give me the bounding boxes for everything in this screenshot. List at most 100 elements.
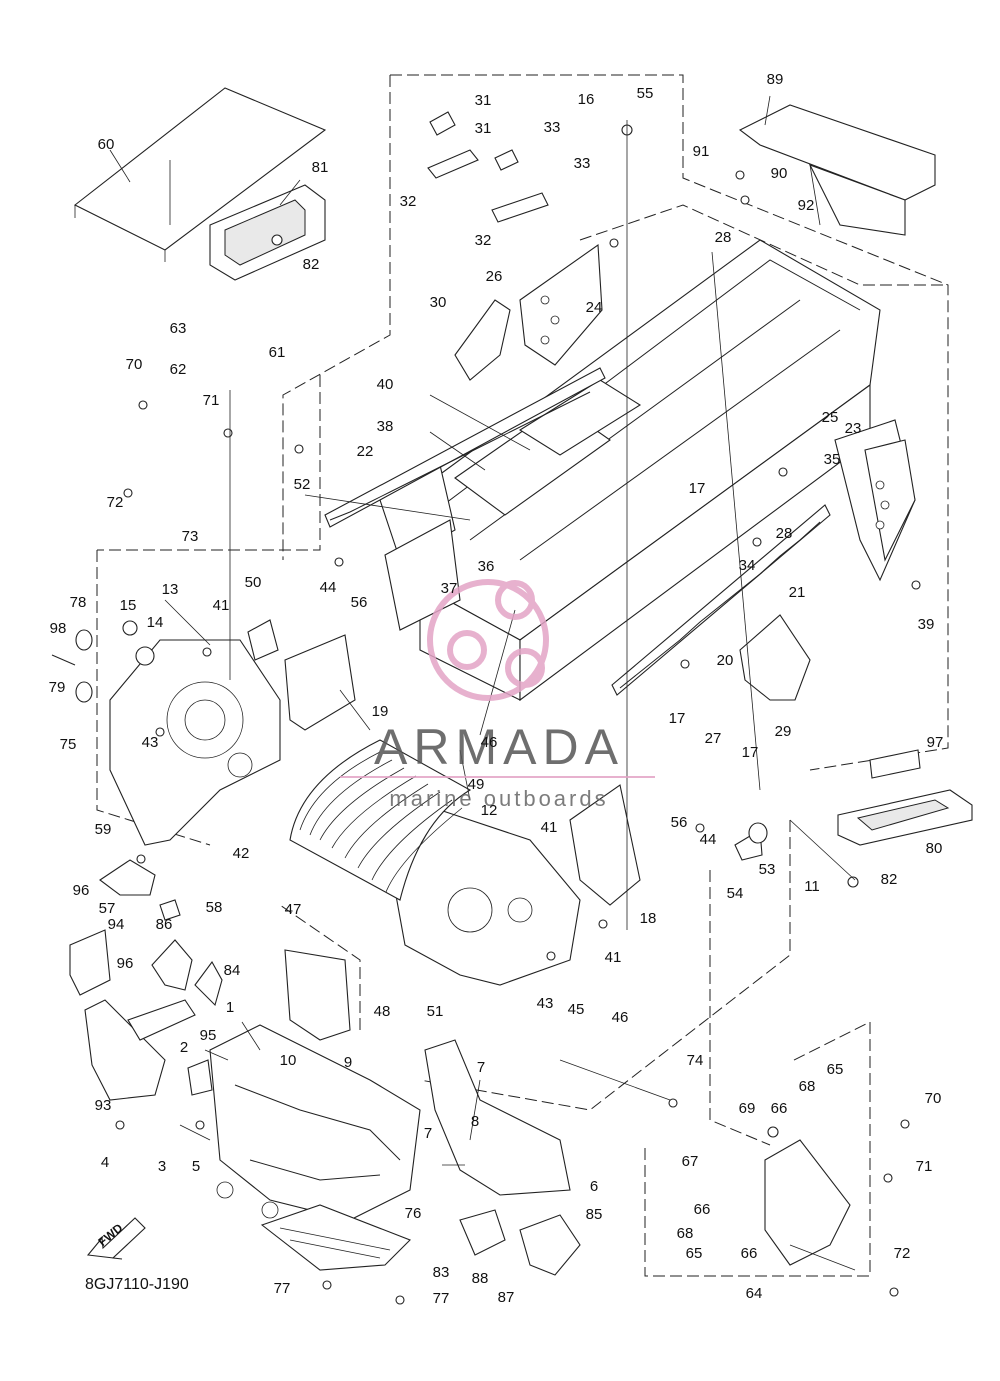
callout-c83: 83: [433, 1264, 450, 1281]
callout-c88: 88: [472, 1270, 489, 1287]
callout-c70a: 70: [126, 356, 143, 373]
callout-c38: 38: [377, 418, 394, 435]
callout-c43a: 43: [142, 734, 159, 751]
callout-c41a: 41: [213, 597, 230, 614]
callout-c17b: 17: [669, 710, 686, 727]
callout-c65b: 65: [686, 1245, 703, 1262]
heat-exchanger: [289, 739, 472, 901]
callout-c97: 97: [927, 734, 944, 751]
callout-c79: 79: [49, 679, 66, 696]
callout-c44b: 44: [700, 831, 717, 848]
callout-c82a: 82: [303, 256, 320, 273]
callout-c56b: 56: [671, 814, 688, 831]
callout-c4: 4: [101, 1154, 109, 1171]
callout-c26: 26: [486, 268, 503, 285]
callout-c29: 29: [775, 723, 792, 740]
callout-c89: 89: [767, 71, 784, 88]
right-lower-parts: [734, 749, 973, 1266]
diagram-code: 8GJ7110-J190: [85, 1276, 189, 1293]
callout-c68b: 68: [677, 1225, 694, 1242]
callout-c33b: 33: [574, 155, 591, 172]
callout-c95: 95: [200, 1027, 217, 1044]
callout-c14: 14: [147, 614, 164, 631]
callout-c91: 91: [693, 143, 710, 160]
callout-c77b: 77: [433, 1290, 450, 1307]
callout-c46b: 46: [612, 1009, 629, 1026]
callout-c17a: 17: [689, 480, 706, 497]
callout-c67: 67: [682, 1153, 699, 1170]
callout-c56a: 56: [351, 594, 368, 611]
callout-c46a: 46: [481, 734, 498, 751]
callout-c20: 20: [717, 652, 734, 669]
callout-c93: 93: [95, 1097, 112, 1114]
callout-c82b: 82: [881, 871, 898, 888]
callout-c60: 60: [98, 136, 115, 153]
callout-c1: 1: [226, 999, 234, 1016]
side-housings: [284, 634, 641, 986]
callout-c96a: 96: [73, 882, 90, 899]
callout-c31b: 31: [475, 120, 492, 137]
upper-left-panel: [73, 87, 327, 281]
group-boundaries: [96, 74, 949, 1277]
right-upper-bracket: [738, 104, 936, 236]
tunnel-frame: [379, 239, 881, 702]
callout-c41c: 41: [605, 949, 622, 966]
callout-c39: 39: [918, 616, 935, 633]
front-frame: [209, 949, 421, 1221]
callout-c44a: 44: [320, 579, 337, 596]
callout-c15: 15: [120, 597, 137, 614]
callout-c84: 84: [224, 962, 241, 979]
callout-c81: 81: [312, 159, 329, 176]
callout-c59: 59: [95, 821, 112, 838]
callout-c42: 42: [233, 845, 250, 862]
callout-c53: 53: [759, 861, 776, 878]
callout-c41b: 41: [541, 819, 558, 836]
callout-c3: 3: [158, 1158, 166, 1175]
callout-c50: 50: [245, 574, 262, 591]
callout-c52: 52: [294, 476, 311, 493]
watermark-tagline: marine outboards: [389, 786, 608, 811]
callout-c75: 75: [60, 736, 77, 753]
callout-c74: 74: [687, 1052, 704, 1069]
callout-c7a: 7: [477, 1059, 485, 1076]
top-brackets: [427, 111, 603, 381]
callout-c25: 25: [822, 409, 839, 426]
callout-c7b: 7: [424, 1125, 432, 1142]
callout-c51: 51: [427, 1003, 444, 1020]
callout-c36: 36: [478, 558, 495, 575]
callout-c13: 13: [162, 581, 179, 598]
callout-c2: 2: [180, 1039, 188, 1056]
callout-c57: 57: [99, 900, 116, 917]
callout-c17c: 17: [742, 744, 759, 761]
fwd-arrow: FWD: [86, 1217, 146, 1260]
rails: [324, 367, 831, 696]
callout-c18: 18: [640, 910, 657, 927]
callout-c10: 10: [280, 1052, 297, 1069]
callout-c69: 69: [739, 1100, 756, 1117]
callout-c6: 6: [590, 1178, 598, 1195]
callout-c40: 40: [377, 376, 394, 393]
callout-c5: 5: [192, 1158, 200, 1175]
callout-c21: 21: [789, 584, 806, 601]
callout-c70b: 70: [925, 1090, 942, 1107]
fasteners: [115, 124, 921, 1305]
callout-c12: 12: [481, 802, 498, 819]
callout-c98: 98: [50, 620, 67, 637]
skid-plates: [260, 1204, 411, 1271]
callout-c90: 90: [771, 165, 788, 182]
callout-c8: 8: [471, 1113, 479, 1130]
callout-c19: 19: [372, 703, 389, 720]
callout-c92: 92: [798, 197, 815, 214]
callout-c31a: 31: [475, 92, 492, 109]
callout-c76: 76: [405, 1205, 422, 1222]
callout-c80: 80: [926, 840, 943, 857]
callout-c16: 16: [578, 91, 595, 108]
callout-c28b: 28: [776, 525, 793, 542]
callout-c71b: 71: [916, 1158, 933, 1175]
callout-c32b: 32: [475, 232, 492, 249]
callout-c94: 94: [108, 916, 125, 933]
callout-c33a: 33: [544, 119, 561, 136]
callout-c34: 34: [739, 557, 756, 574]
